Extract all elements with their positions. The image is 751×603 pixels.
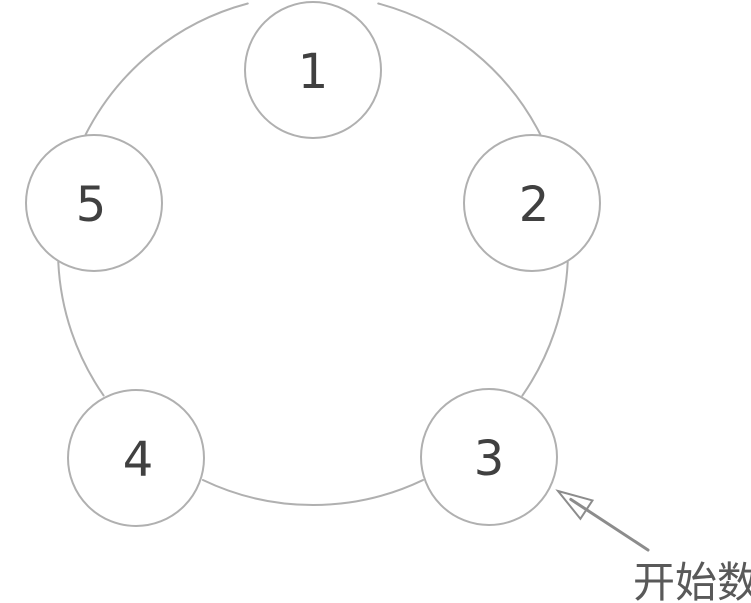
node-circle-3[interactable]: [420, 388, 558, 526]
node-label-5: 5: [76, 177, 107, 233]
node-label-4: 4: [123, 432, 154, 488]
node-3[interactable]: 3: [420, 388, 558, 526]
node-1[interactable]: 1: [244, 1, 382, 139]
ring-edge: [84, 2, 249, 136]
node-circle-2[interactable]: [463, 134, 601, 272]
node-circle-1[interactable]: [244, 1, 382, 139]
node-label-2: 2: [519, 177, 550, 233]
node-2[interactable]: 2: [463, 134, 601, 272]
start-pointer-arrow: [555, 489, 650, 552]
node-circle-5[interactable]: [25, 134, 163, 272]
node-label-3: 3: [474, 431, 505, 487]
ring-edge: [377, 2, 542, 136]
node-4[interactable]: 4: [67, 389, 205, 527]
ring-edge: [201, 479, 424, 506]
node-circle-4[interactable]: [67, 389, 205, 527]
node-label-1: 1: [298, 44, 329, 100]
ring-edge: [57, 261, 105, 397]
arrow-shaft: [569, 497, 650, 552]
nodes-group: 1 2 3 4 5: [25, 1, 601, 527]
arrow-head-icon: [555, 489, 595, 521]
edges-group: [57, 2, 569, 506]
node-5[interactable]: 5: [25, 134, 163, 272]
annotation-label: 开始数: [633, 558, 751, 603]
ring-edge: [521, 261, 569, 397]
